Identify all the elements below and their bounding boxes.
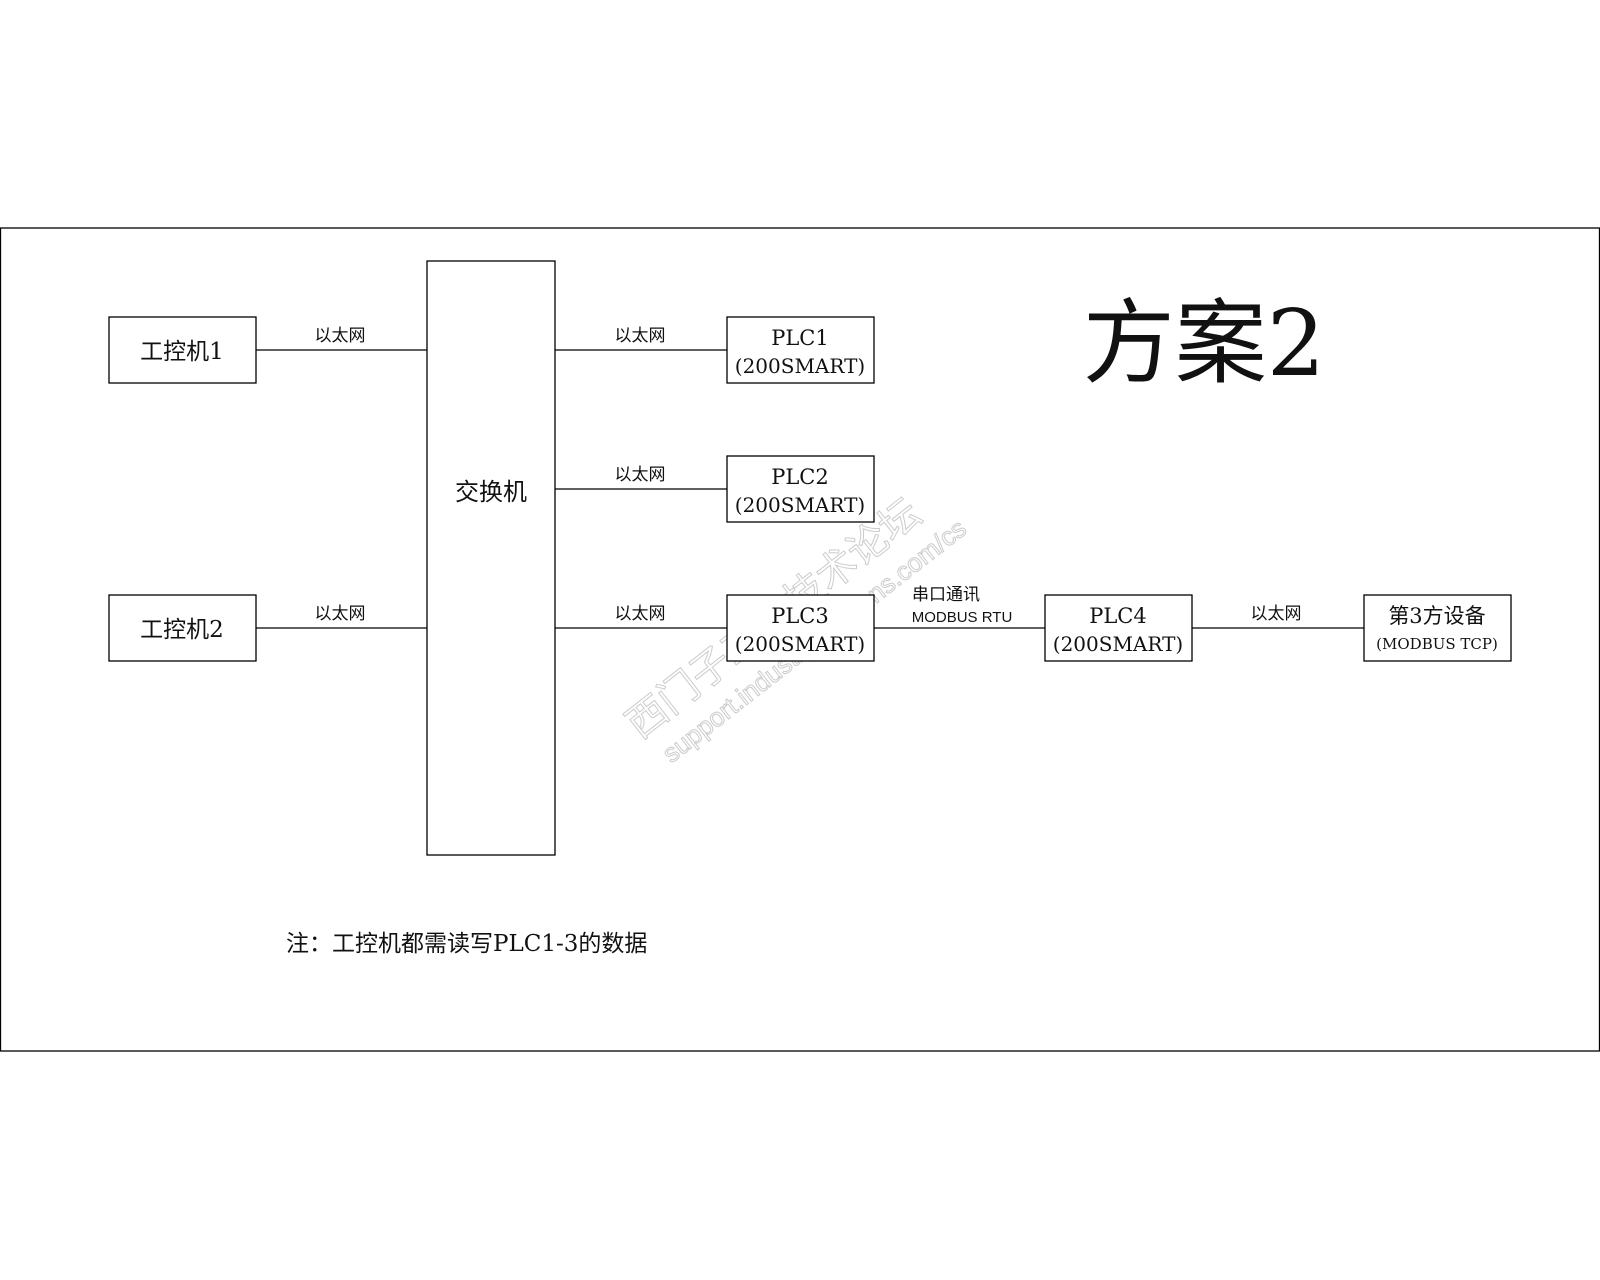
node-ipc2: 工控机2 <box>108 594 257 662</box>
plc3-model: (200SMART) <box>735 632 865 656</box>
plc3-name: PLC3 <box>771 604 829 628</box>
diagram-note: 注：工控机都需读写PLC1-3的数据 <box>286 931 647 957</box>
ipc2-label: 工控机2 <box>140 617 224 643</box>
node-plc1: PLC1 (200SMART) <box>726 316 875 384</box>
plc4-model: (200SMART) <box>1053 632 1183 656</box>
link-label-serial: 串口通讯 <box>912 585 980 604</box>
link-label-plc3: 以太网 <box>615 604 666 623</box>
node-plc2: PLC2 (200SMART) <box>726 455 875 523</box>
node-third-party-device: 第3方设备 (MODBUS TCP) <box>1363 594 1512 662</box>
link-label-plc2: 以太网 <box>615 465 666 484</box>
diagram-title: 方案2 <box>1083 290 1326 397</box>
link-label-serial-protocol: MODBUS RTU <box>912 609 1013 626</box>
plc1-model: (200SMART) <box>735 354 865 378</box>
link-label-ipc1: 以太网 <box>315 326 366 345</box>
link-label-third-party: 以太网 <box>1251 604 1302 623</box>
switch-label: 交换机 <box>455 478 527 506</box>
plc1-name: PLC1 <box>771 326 829 350</box>
node-ipc1: 工控机1 <box>108 316 257 384</box>
plc2-name: PLC2 <box>771 465 829 489</box>
ipc1-label: 工控机1 <box>140 339 224 365</box>
plc4-name: PLC4 <box>1089 604 1147 628</box>
link-label-ipc2: 以太网 <box>315 604 366 623</box>
node-plc4: PLC4 (200SMART) <box>1044 594 1193 662</box>
third-party-name: 第3方设备 <box>1388 604 1485 628</box>
node-plc3: PLC3 (200SMART) <box>726 594 875 662</box>
node-switch: 交换机 <box>426 260 556 856</box>
link-label-plc1: 以太网 <box>615 326 666 345</box>
plc2-model: (200SMART) <box>735 493 865 517</box>
third-party-protocol: (MODBUS TCP) <box>1376 635 1498 653</box>
